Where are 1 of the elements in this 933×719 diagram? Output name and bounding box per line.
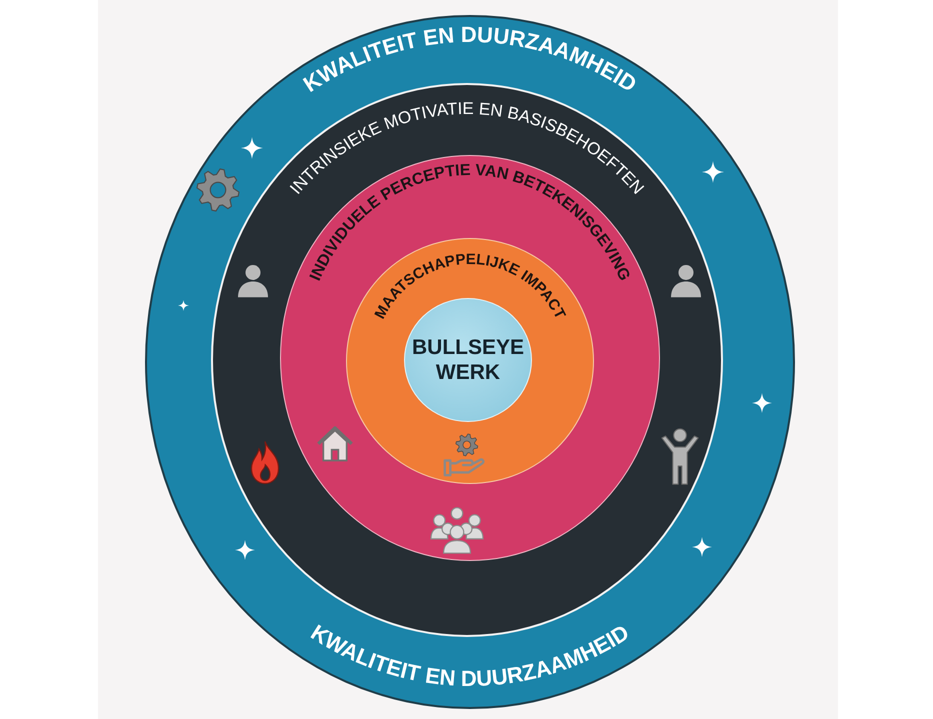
- center-label: BULLSEYE WERK: [410, 334, 525, 386]
